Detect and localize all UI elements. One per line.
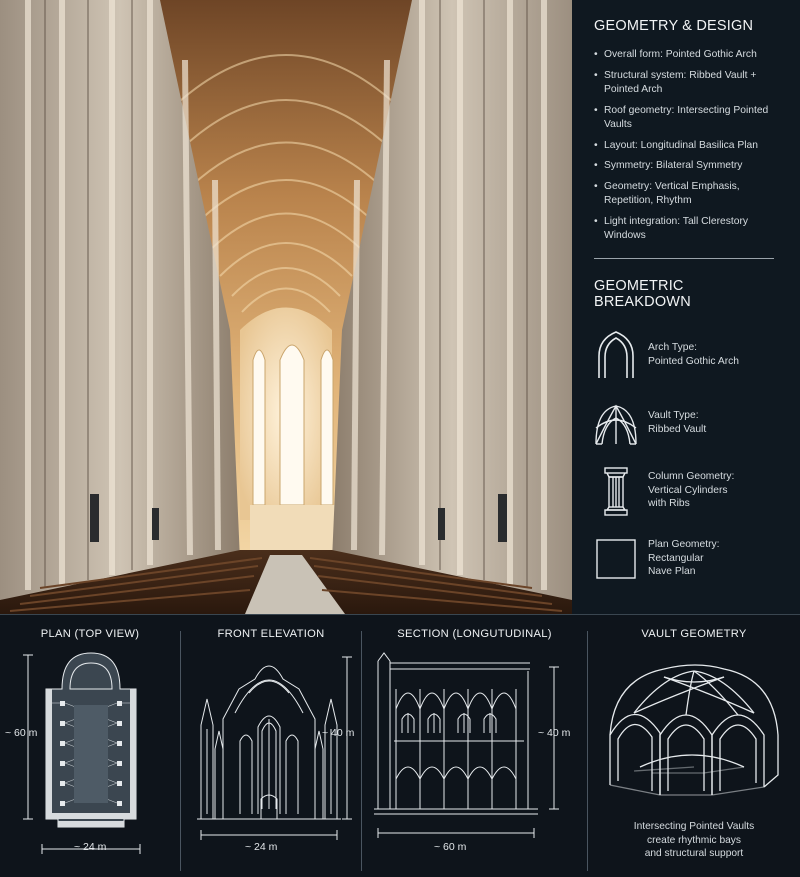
design-item-symmetry: Symmetry: Bilateral Symmetry (594, 159, 778, 174)
breakdown-arch-label: Arch Type: (648, 342, 698, 353)
elevation-width-label: ~ 24 m (245, 841, 278, 853)
divider (594, 257, 774, 259)
plan-width-label: ~ 24 m (74, 841, 107, 853)
geometry-design-heading: GEOMETRY & DESIGN (594, 18, 754, 34)
breakdown-arch-value: Pointed Gothic Arch (648, 355, 740, 367)
nave-illustration (0, 0, 572, 614)
separator (361, 631, 362, 871)
breakdown-plan-value: Rectangular (648, 552, 704, 564)
section-width-label: ~ 60 m (434, 841, 467, 853)
breakdown-column: Column Geometry: Vertical Cylinders with… (594, 458, 778, 524)
cathedral-nave-photo (0, 0, 572, 614)
ribbed-vault-icon (594, 398, 638, 448)
vault-caption-line: create rhythmic bays (647, 834, 741, 846)
info-side-panel: GEOMETRY & DESIGN Overall form: Pointed … (572, 0, 800, 614)
geometric-breakdown-heading: GEOMETRIC BREAKDOWN (594, 277, 691, 310)
breakdown-plan-label: Plan Geometry: (648, 539, 720, 551)
separator (587, 631, 588, 871)
breakdown-list: Arch Type: Pointed Gothic Arch Vault Typ… (594, 322, 778, 592)
vault-panel: VAULT GEOMETRY (588, 615, 800, 877)
breakdown-vault-value: Ribbed Vault (648, 423, 707, 435)
design-item-form: Overall form: Pointed Gothic Arch (594, 48, 778, 63)
elevation-height-label: ~ 40 m (322, 727, 355, 739)
pointed-arch-icon (594, 330, 638, 380)
breakdown-vault: Vault Type: Ribbed Vault (594, 390, 778, 456)
design-item-layout: Layout: Longitudinal Basilica Plan (594, 139, 778, 154)
elevation-drawing (197, 656, 352, 840)
vault-drawing (609, 664, 779, 796)
design-item-structure: Structural system: Ribbed Vault + Pointe… (594, 69, 778, 98)
section-title: SECTION (LONGUTUDINAL) (397, 628, 552, 640)
plan-height-label: ~ 60 m (5, 727, 38, 739)
breakdown-column-value-2: with Ribs (648, 498, 690, 510)
vault-caption: Intersecting Pointed Vaults create rhyth… (602, 820, 786, 861)
breakdown-plan-value-2: Nave Plan (648, 566, 696, 578)
design-item-geometry: Geometry: Vertical Emphasis, Repetition,… (594, 180, 778, 209)
design-item-light: Light integration: Tall Clerestory Windo… (594, 215, 778, 244)
column-icon (594, 466, 638, 516)
separator (180, 631, 181, 871)
section-drawing (374, 652, 559, 838)
rectangle-plan-icon (594, 534, 638, 584)
vault-title: VAULT GEOMETRY (641, 628, 747, 640)
plan-title: PLAN (TOP VIEW) (40, 628, 140, 640)
section-panel: SECTION (LONGUTUDINAL) (362, 615, 587, 877)
breakdown-vault-label: Vault Type: (648, 410, 699, 421)
vault-caption-line: and structural support (644, 848, 744, 859)
elevation-panel: FRONT ELEVATION (181, 615, 361, 877)
design-item-roof: Roof geometry: Intersecting Pointed Vaul… (594, 104, 778, 133)
breakdown-plan: Plan Geometry: Rectangular Nave Plan (594, 526, 778, 592)
design-list: Overall form: Pointed Gothic Arch Struct… (594, 48, 778, 244)
diagram-strip: PLAN (TOP VIEW) (0, 614, 800, 877)
elevation-title: FRONT ELEVATION (217, 628, 325, 640)
plan-panel: PLAN (TOP VIEW) (0, 615, 180, 877)
breakdown-column-label: Column Geometry: (648, 471, 735, 483)
section-height-label: ~ 40 m (538, 727, 571, 739)
breakdown-arch: Arch Type: Pointed Gothic Arch (594, 322, 778, 388)
plan-drawing (23, 652, 141, 854)
breakdown-column-value: Vertical Cylinders (648, 484, 728, 496)
vault-caption-line: Intersecting Pointed Vaults (633, 821, 755, 832)
